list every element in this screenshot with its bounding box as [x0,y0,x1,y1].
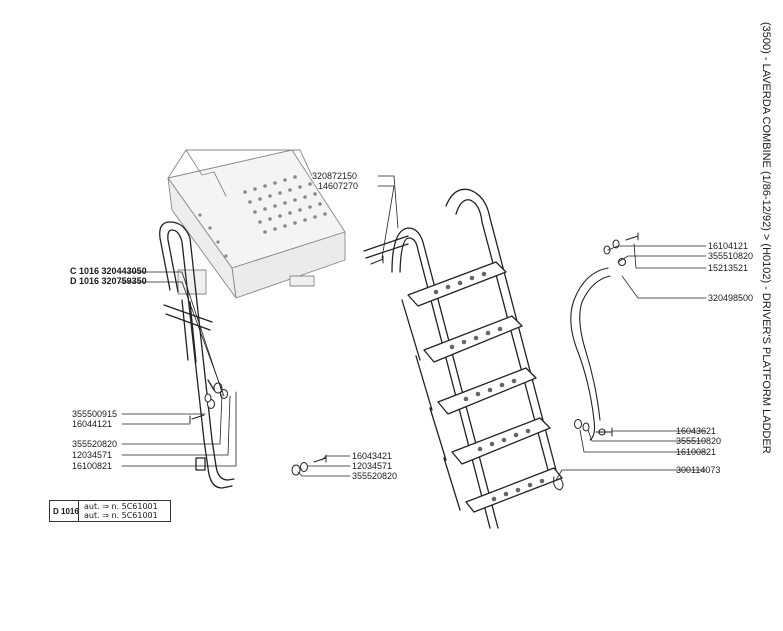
leader-lines [119,175,707,481]
variant-note-line-1: aut. ⇒ n. 5C61001 [84,502,158,511]
part-label-16043421: 16043421 [352,451,393,461]
label-d1016-variant: D 1016 320759350 [70,276,147,286]
d-variant-code: D 1016 [70,276,100,286]
part-label-320498500: 320498500 [708,293,754,303]
part-label-355520820-left: 355520820 [72,439,118,449]
part-label-12034571-mid: 12034571 [352,461,393,471]
part-label-15213521: 15213521 [708,263,749,273]
part-label-355520820-mid: 355520820 [352,471,398,481]
part-label-355510820-bottom: 355510820 [676,436,722,446]
part-label-16104121: 16104121 [708,241,749,251]
handrail-tube [159,221,235,489]
page-title: (3500) - LAVERDA COMBINE (1/86-12/92) > … [760,22,772,454]
retaining-cable [570,257,627,441]
part-label-355500915: 355500915 [72,409,118,419]
fasteners [189,232,639,491]
part-label-12034571-left: 12034571 [72,450,113,460]
variant-note-divider [78,501,79,521]
step-ladder [363,188,563,529]
part-label-320872150: 320872150 [312,171,358,181]
d-variant-partno: 320759350 [101,276,147,286]
part-label-16044121: 16044121 [72,419,113,429]
variant-note-box: D 1016 aut. ⇒ n. 5C61001 aut. ⇒ n. 5C610… [49,500,171,522]
part-label-355510820-top: 355510820 [708,251,754,261]
part-label-16100821-left: 16100821 [72,461,113,471]
platform-frame [167,149,346,299]
part-label-16100821-right: 16100821 [676,447,717,457]
label-c1016-variant: C 1016 320443050 [70,266,147,276]
part-label-14607270: 14607270 [318,181,359,191]
variant-note-code: D 1016 [53,507,79,516]
part-label-300114073: 300114073 [676,465,721,475]
part-label-16043621: 16043621 [676,426,717,436]
variant-note-line-2: aut. ⇒ n. 5C61001 [84,511,158,520]
c-variant-partno: 320443050 [101,266,147,276]
c-variant-code: C 1016 [70,266,100,276]
